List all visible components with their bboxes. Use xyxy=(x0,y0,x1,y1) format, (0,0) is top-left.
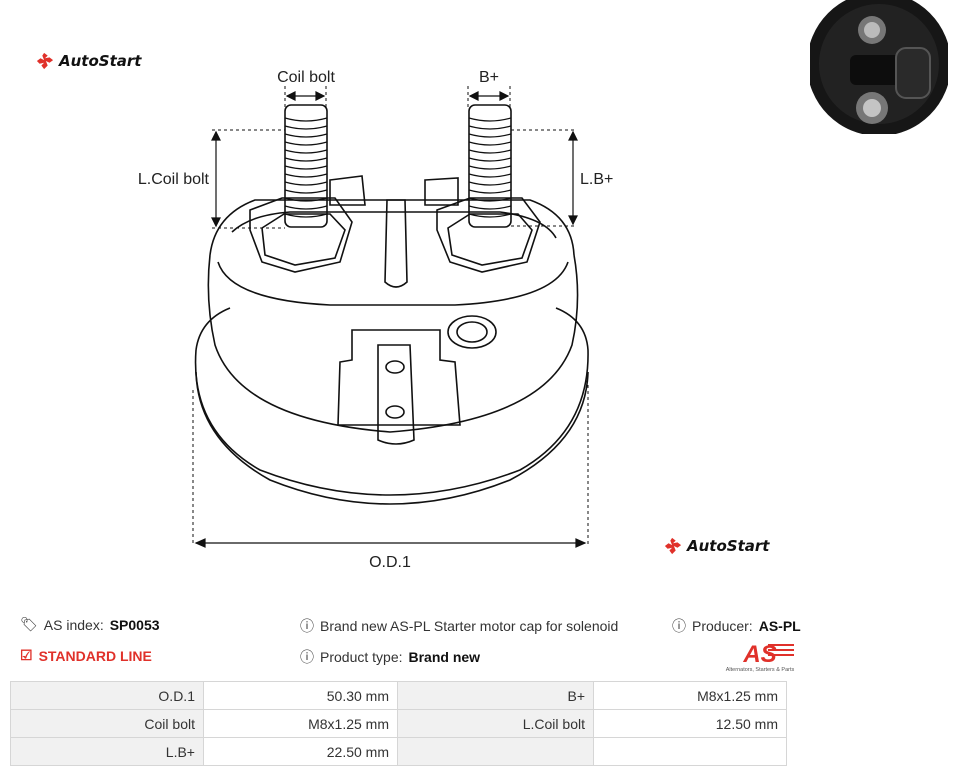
standard-line-badge: ☑ STANDARD LINE xyxy=(20,647,152,664)
standard-line-label: STANDARD LINE xyxy=(38,647,152,664)
spec-value: 12.50 mm xyxy=(593,709,787,738)
info-circle-icon: ⓘ xyxy=(300,649,314,665)
spec-label: L.B+ xyxy=(10,737,204,766)
table-row: Coil bolt M8x1.25 mm L.Coil bolt 12.50 m… xyxy=(10,709,787,738)
svg-text:Alternators, Starters & Parts: Alternators, Starters & Parts xyxy=(726,667,795,673)
spec-label: Coil bolt xyxy=(10,709,204,738)
info-circle-icon: ⓘ xyxy=(300,618,314,634)
autostart-logo-top: AutoStart xyxy=(36,52,141,70)
autostart-logo-bottom: AutoStart xyxy=(664,537,769,555)
producer-label: Producer: xyxy=(692,618,753,634)
spec-value: 50.30 mm xyxy=(203,681,398,710)
as-index: 🏷︎ AS index: SP0053 xyxy=(20,616,160,633)
product-description: ⓘ Brand new AS-PL Starter motor cap for … xyxy=(300,616,618,636)
tags-icon: 🏷︎ xyxy=(20,616,38,632)
table-row: O.D.1 50.30 mm B+ M8x1.25 mm xyxy=(10,681,787,710)
spec-value xyxy=(593,737,787,766)
spec-label: B+ xyxy=(397,681,594,710)
table-row: L.B+ 22.50 mm xyxy=(10,737,787,766)
brand-name: AutoStart xyxy=(687,537,770,555)
solenoid-cap-diagram: Coil bolt B+ L.Coil bolt L.B+ O.D.1 xyxy=(138,69,614,571)
product-photo xyxy=(810,0,948,134)
producer-value: AS-PL xyxy=(758,618,801,634)
spec-value: M8x1.25 mm xyxy=(203,709,398,738)
product-type-label: Product type: xyxy=(320,649,403,665)
specs-table: O.D.1 50.30 mm B+ M8x1.25 mm Coil bolt M… xyxy=(10,681,787,766)
autostart-logo-icon xyxy=(664,537,682,555)
as-index-label: AS index: xyxy=(43,616,104,633)
spec-label xyxy=(397,737,594,766)
brand-name: AutoStart xyxy=(59,52,142,70)
product-type-value: Brand new xyxy=(408,649,481,665)
product-type: ⓘ Product type: Brand new xyxy=(300,647,480,667)
producer: ⓘ Producer: AS-PL xyxy=(672,616,801,636)
autostart-logo-icon xyxy=(36,52,54,70)
label-b-plus: B+ xyxy=(479,69,499,86)
label-l-coil-bolt: L.Coil bolt xyxy=(138,171,210,188)
check-square-icon: ☑ xyxy=(20,647,33,663)
info-circle-icon: ⓘ xyxy=(672,618,686,634)
label-od1: O.D.1 xyxy=(369,554,411,571)
spec-value: M8x1.25 mm xyxy=(593,681,787,710)
spec-value: 22.50 mm xyxy=(203,737,398,766)
label-l-b-plus: L.B+ xyxy=(580,171,613,188)
as-index-value: SP0053 xyxy=(109,616,160,633)
as-pl-logo: AS Alternators, Starters & Parts xyxy=(726,641,795,673)
description-text: Brand new AS-PL Starter motor cap for so… xyxy=(320,618,619,634)
spec-label: L.Coil bolt xyxy=(397,709,594,738)
label-coil-bolt: Coil bolt xyxy=(277,69,335,86)
spec-label: O.D.1 xyxy=(10,681,204,710)
